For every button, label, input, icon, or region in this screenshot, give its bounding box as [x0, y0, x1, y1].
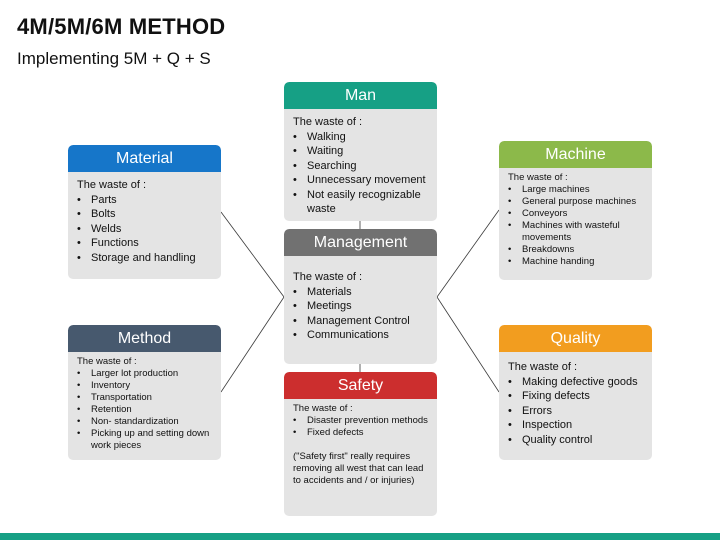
list-item: Not easily recognizable waste — [293, 188, 428, 217]
list-item: Inventory — [77, 380, 212, 392]
page-subtitle: Implementing 5M + Q + S — [17, 49, 211, 68]
card-method: Method The waste of : Larger lot product… — [68, 325, 221, 460]
list-item: Fixed defects — [293, 427, 428, 439]
card-management-header: Management — [284, 229, 437, 256]
card-method-body: The waste of : Larger lot production Inv… — [68, 352, 221, 452]
list-item: Breakdowns — [508, 244, 643, 256]
card-material-intro: The waste of : — [77, 179, 147, 191]
card-quality-list: Making defective goods Fixing defects Er… — [508, 375, 643, 448]
list-item: Walking — [293, 130, 428, 145]
card-machine: Machine The waste of : Large machines Ge… — [499, 141, 652, 280]
card-safety-list: Disaster prevention methods Fixed defect… — [293, 415, 428, 439]
card-management-list: Materials Meetings Management Control Co… — [293, 285, 428, 343]
list-item: Conveyors — [508, 208, 643, 220]
list-item: Storage and handling — [77, 251, 212, 266]
card-man-list: Walking Waiting Searching Unnecessary mo… — [293, 130, 428, 217]
connector-method — [220, 296, 285, 393]
list-item: Transportation — [77, 392, 212, 404]
list-item: Disaster prevention methods — [293, 415, 428, 427]
connector-quality — [436, 296, 500, 393]
list-item: Larger lot production — [77, 368, 212, 380]
list-item: Searching — [293, 159, 428, 174]
card-material-body: The waste of : Parts Bolts Welds Functio… — [68, 172, 221, 265]
card-material: Material The waste of : Parts Bolts Weld… — [68, 145, 221, 279]
card-man-body: The waste of : Walking Waiting Searching… — [284, 109, 437, 217]
card-method-list: Larger lot production Inventory Transpor… — [77, 368, 212, 452]
connector-machine — [436, 209, 500, 298]
connector-material — [220, 211, 285, 298]
card-material-list: Parts Bolts Welds Functions Storage and … — [77, 193, 212, 266]
list-item: Making defective goods — [508, 375, 643, 390]
card-machine-body: The waste of : Large machines General pu… — [499, 168, 652, 268]
card-safety-note: ("Safety first" really requires removing… — [293, 451, 424, 486]
card-management-body: The waste of : Materials Meetings Manage… — [284, 256, 437, 343]
card-material-header: Material — [68, 145, 221, 172]
list-item: General purpose machines — [508, 196, 643, 208]
card-safety-header: Safety — [284, 372, 437, 399]
card-machine-list: Large machines General purpose machines … — [508, 184, 643, 268]
list-item: Parts — [77, 193, 212, 208]
list-item: Communications — [293, 328, 428, 343]
list-item: Non- standardization — [77, 416, 212, 428]
bottom-accent-bar — [0, 533, 720, 540]
list-item: Retention — [77, 404, 212, 416]
card-quality-body: The waste of : Making defective goods Fi… — [499, 352, 652, 447]
card-safety: Safety The waste of : Disaster preventio… — [284, 372, 437, 516]
card-quality-intro: The waste of : — [508, 361, 578, 373]
list-item: Functions — [77, 236, 212, 251]
card-management-intro: The waste of : — [293, 271, 363, 283]
card-quality-header: Quality — [499, 325, 652, 352]
card-quality: Quality The waste of : Making defective … — [499, 325, 652, 460]
list-item: Welds — [77, 222, 212, 237]
card-method-header: Method — [68, 325, 221, 352]
page-title: 4M/5M/6M METHOD — [17, 14, 226, 39]
list-item: Machines with wasteful movements — [508, 220, 643, 244]
list-item: Unnecessary movement — [293, 173, 428, 188]
list-item: Bolts — [77, 207, 212, 222]
card-method-intro: The waste of : — [77, 356, 137, 367]
list-item: Errors — [508, 404, 643, 419]
card-man: Man The waste of : Walking Waiting Searc… — [284, 82, 437, 221]
list-item: Machine handing — [508, 256, 643, 268]
card-machine-header: Machine — [499, 141, 652, 168]
card-man-intro: The waste of : — [293, 116, 363, 128]
card-management: Management The waste of : Materials Meet… — [284, 229, 437, 364]
list-item: Waiting — [293, 144, 428, 159]
list-item: Large machines — [508, 184, 643, 196]
list-item: Meetings — [293, 299, 428, 314]
list-item: Materials — [293, 285, 428, 300]
list-item: Quality control — [508, 433, 643, 448]
card-machine-intro: The waste of : — [508, 172, 568, 183]
list-item: Inspection — [508, 418, 643, 433]
list-item: Fixing defects — [508, 389, 643, 404]
card-man-header: Man — [284, 82, 437, 109]
card-safety-intro: The waste of : — [293, 403, 353, 414]
list-item: Management Control — [293, 314, 428, 329]
card-safety-body: The waste of : Disaster prevention metho… — [284, 399, 437, 487]
list-item: Picking up and setting down work pieces — [77, 428, 212, 452]
